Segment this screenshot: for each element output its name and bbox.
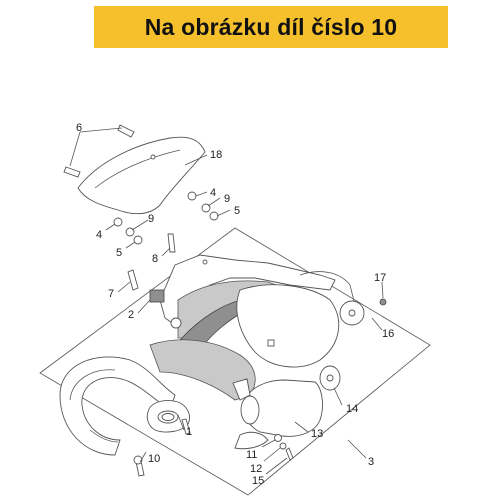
callout-labels: 6 18 4 9 5 4 9 5 8 7 2 17 16 14 13 3 1 1…	[76, 122, 394, 487]
callout-5-lower: 5	[116, 247, 122, 259]
heat-shield	[77, 136, 206, 215]
banner-title: Na obrázku díl číslo 10	[144, 13, 398, 40]
end-cap	[319, 365, 341, 391]
exhaust-pipe	[59, 356, 176, 456]
callout-8: 8	[152, 253, 158, 265]
exhaust-flange	[146, 400, 190, 433]
callout-7: 7	[108, 288, 114, 300]
leader-lines	[69, 127, 384, 475]
callout-1: 1	[186, 426, 192, 438]
callout-9-upper: 9	[224, 193, 230, 205]
callout-4-lower: 4	[96, 229, 102, 241]
callout-13: 11	[246, 449, 257, 461]
muffler-body	[149, 271, 356, 401]
callout-11: 13	[311, 428, 323, 440]
callout-16: 16	[382, 328, 394, 340]
callout-18: 18	[210, 149, 222, 161]
end-plate	[339, 300, 365, 326]
callout-2: 2	[128, 309, 134, 321]
callout-14: 12	[250, 463, 262, 475]
callout-10: 10	[148, 453, 160, 465]
fasteners	[63, 124, 387, 477]
header-banner: Na obrázku díl číslo 10	[94, 6, 448, 48]
callout-17: 17	[374, 272, 386, 284]
muffler-can	[234, 379, 323, 450]
callout-4-upper: 4	[210, 187, 216, 199]
callout-12: 14	[346, 403, 358, 415]
callout-15: 15	[252, 475, 264, 487]
callout-3: 3	[368, 456, 374, 468]
callout-9-lower: 9	[148, 213, 154, 225]
callout-6: 6	[76, 122, 82, 134]
callout-5-upper: 5	[234, 205, 240, 217]
